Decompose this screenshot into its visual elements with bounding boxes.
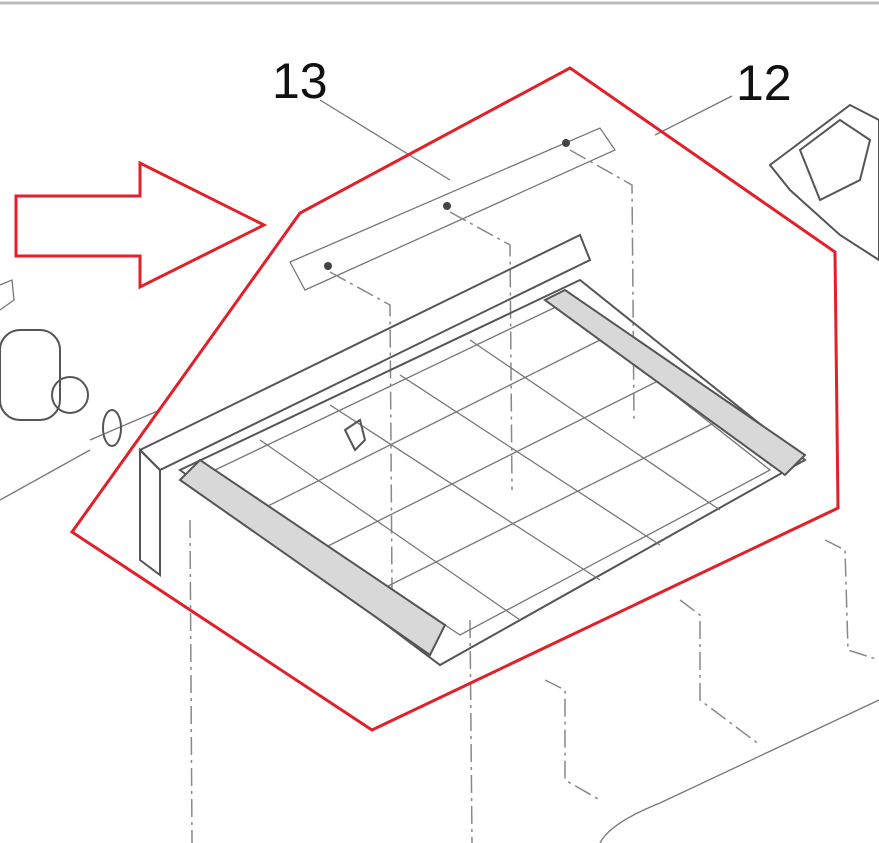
callout-12: 12 — [736, 55, 792, 111]
screw-icon — [324, 262, 332, 270]
screw-plate — [289, 127, 616, 291]
leader-line-13 — [319, 99, 451, 181]
right-bracket-part — [599, 103, 879, 843]
arrow-right-icon — [14, 160, 268, 290]
front-roller — [178, 458, 447, 657]
screw-icon — [562, 139, 570, 147]
callout-13: 13 — [272, 53, 328, 109]
highlight-outline — [69, 66, 840, 732]
assembly-guide-lines — [0, 149, 879, 843]
tray-assembly — [138, 233, 807, 667]
screw-icon — [443, 202, 451, 210]
rear-roller — [543, 288, 807, 477]
shaft-part — [0, 279, 122, 447]
leader-line-12 — [654, 95, 733, 136]
